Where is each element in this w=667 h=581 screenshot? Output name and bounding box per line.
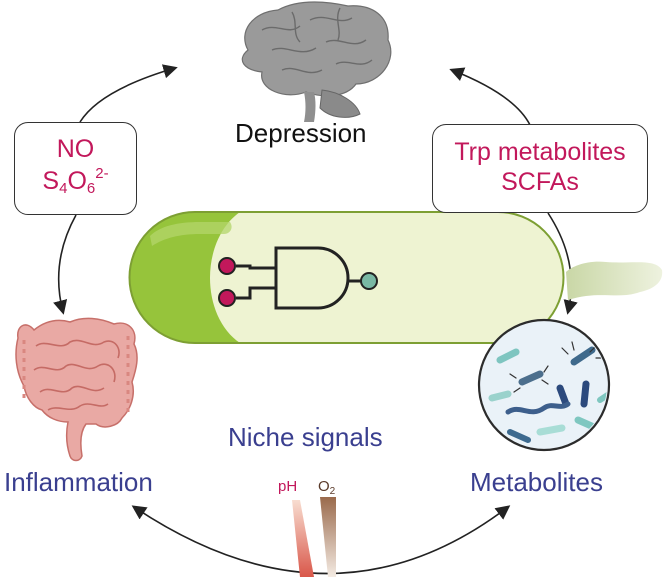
colon-icon [15, 317, 138, 462]
left-molecules-box: NO S4O62- [14, 122, 137, 215]
no-label: NO [56, 135, 95, 163]
arrow-box-to-inflammation [53, 214, 77, 315]
scfas-label: SCFAs [501, 167, 579, 196]
and-gate-icon [218, 246, 378, 310]
tetrathionate-label: S4O62- [42, 164, 109, 197]
microbes-icon [477, 318, 611, 452]
brain-icon [241, 1, 392, 122]
arrow-box-to-depression [79, 64, 178, 123]
arrow-trp-to-metabolites [547, 212, 578, 315]
trp-metabolites-label: Trp metabolites [454, 138, 626, 166]
arrow-trp-to-depression [449, 67, 531, 126]
ph-label: pH [278, 478, 298, 495]
arrow-inflammation-metabolites [131, 505, 511, 575]
metabolites-label: Metabolites [470, 467, 603, 497]
niche-signals-label: Niche signals [228, 422, 383, 452]
depression-label: Depression [235, 118, 367, 148]
o2-label: O2 [318, 478, 336, 497]
oxygen-gradient-icon [320, 497, 336, 577]
ph-gradient-icon [292, 500, 314, 577]
inflammation-label: Inflammation [4, 467, 153, 497]
bacterium-capsule [128, 211, 663, 344]
right-metabolites-box: Trp metabolites SCFAs [432, 124, 648, 213]
